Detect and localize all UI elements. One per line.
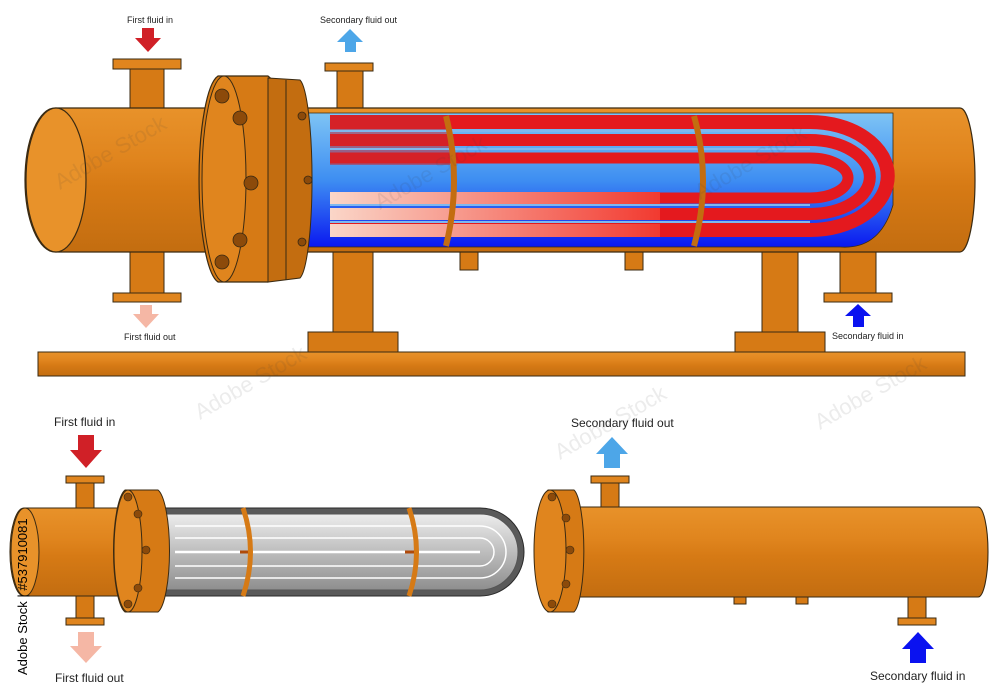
bottom-secondary-in-nozzle — [907, 594, 927, 620]
bottom-exchanger-disassembled: First fluid in First fluid out Secondary… — [9, 415, 989, 685]
bottom-first-fluid-out-label: First fluid out — [55, 671, 124, 685]
bottom-baffle-2 — [406, 507, 419, 597]
top-secondary-fluid-out-arrow — [337, 29, 363, 52]
bottom-shell-flange-face — [533, 489, 567, 613]
top-channel-head-end — [25, 107, 87, 253]
top-secondary-in-nozzle — [839, 249, 877, 295]
top-drain-stub-2 — [624, 249, 644, 271]
bottom-channel-head-end — [10, 507, 40, 597]
top-secondary-fluid-out-label: Secondary fluid out — [320, 15, 398, 25]
top-support-left-leg — [332, 251, 374, 333]
top-secondary-in-flange — [823, 292, 893, 303]
bottom-first-out-nozzle — [75, 594, 95, 620]
top-baffle-1 — [443, 115, 457, 247]
stock-watermark-side: Adobe Stock | #537910081 — [15, 518, 30, 675]
top-first-fluid-in-arrow — [135, 28, 161, 52]
bottom-shell — [559, 506, 989, 598]
bottom-first-in-nozzle — [75, 481, 95, 509]
top-support-right-foot — [734, 331, 826, 353]
bottom-flange-left-bolts — [123, 492, 151, 609]
top-secondary-fluid-in-label: Secondary fluid in — [832, 331, 904, 341]
top-first-fluid-in-label: First fluid in — [127, 15, 173, 25]
bottom-baffle-1 — [240, 507, 253, 597]
bottom-flange-left-face — [113, 489, 143, 613]
top-first-out-nozzle — [129, 249, 165, 295]
bottom-first-in-flange — [65, 475, 105, 484]
top-exchanger: First fluid in First fluid out Secondary… — [24, 15, 976, 377]
top-secondary-out-nozzle — [336, 67, 364, 111]
top-support-left-foot — [307, 331, 399, 353]
bottom-secondary-in-flange — [897, 617, 937, 626]
bottom-secondary-out-nozzle — [600, 481, 620, 509]
top-baffle-2 — [691, 115, 706, 247]
top-flange-bolts — [214, 88, 313, 270]
bottom-secondary-fluid-in-label: Secondary fluid in — [870, 669, 965, 683]
top-base-plate — [37, 351, 966, 377]
top-first-out-flange — [112, 292, 182, 303]
top-flange-2 — [267, 77, 313, 283]
top-first-in-nozzle — [129, 67, 165, 111]
bottom-first-fluid-in-label: First fluid in — [54, 415, 115, 429]
top-first-fluid-out-arrow — [133, 305, 159, 328]
bottom-secondary-fluid-in-arrow — [902, 632, 934, 663]
top-first-in-flange — [112, 58, 182, 70]
bottom-secondary-fluid-out-label: Secondary fluid out — [571, 416, 674, 430]
bottom-shell-flange-bolts — [547, 492, 575, 609]
bottom-secondary-out-flange — [590, 475, 630, 484]
bottom-first-out-flange — [65, 617, 105, 626]
top-secondary-out-flange — [324, 62, 374, 72]
top-tube-bundle — [330, 115, 895, 237]
bottom-secondary-fluid-out-arrow — [596, 437, 628, 468]
top-flange-1-face — [201, 75, 247, 283]
bottom-first-fluid-in-arrow — [70, 435, 102, 468]
top-support-right-leg — [761, 251, 799, 333]
top-first-fluid-out-label: First fluid out — [124, 332, 176, 342]
top-drain-stub-1 — [459, 249, 479, 271]
bottom-tube-lines — [175, 525, 507, 579]
bottom-first-fluid-out-arrow — [70, 632, 102, 663]
top-secondary-fluid-in-arrow — [845, 304, 871, 327]
